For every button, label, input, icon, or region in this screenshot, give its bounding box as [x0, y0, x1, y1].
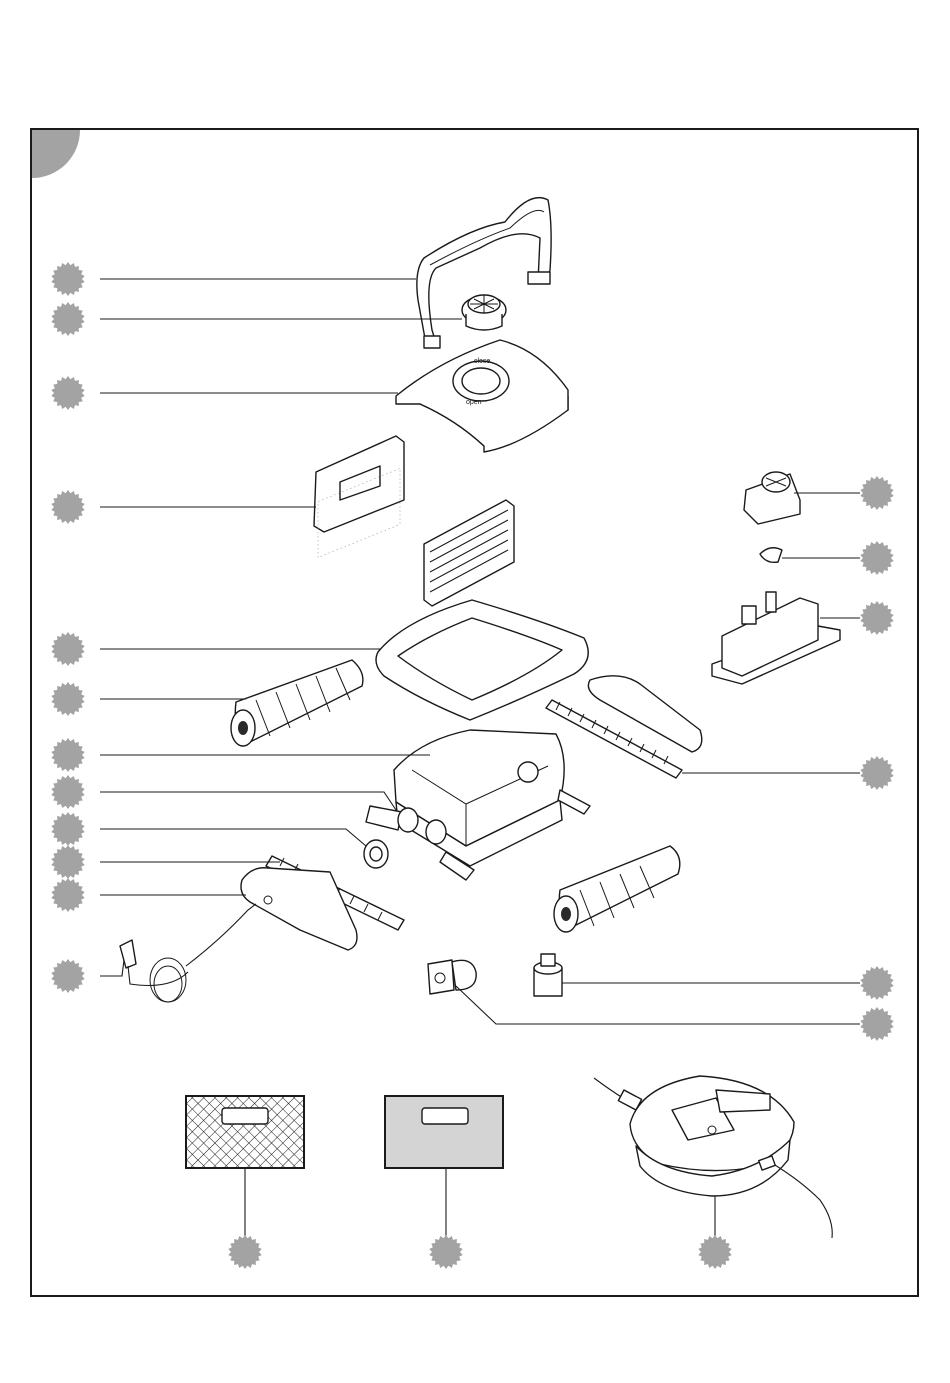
- track-assembly-right-part: [546, 676, 702, 778]
- callout-badge-ultra-fine-filter: [429, 1235, 462, 1269]
- callout-badge-impeller-motor: [860, 476, 893, 510]
- floating-cable-part: [120, 904, 256, 1002]
- filter-panel-upper: [314, 436, 404, 558]
- brush-roller-lower-part: [554, 846, 680, 932]
- chassis-body-part: [394, 730, 590, 880]
- callout-badge-drive-unit: [860, 601, 893, 635]
- callout-badge-drive-motor: [860, 966, 893, 1000]
- cover-label-close: close: [474, 358, 490, 365]
- callout-badge-track: [51, 845, 84, 879]
- filter-panel-lower: [424, 500, 514, 606]
- callout-badge-round-bushing: [51, 812, 84, 846]
- callout-badge-swivel: [51, 302, 84, 336]
- impeller-motor-part: [744, 472, 800, 524]
- callout-badge-chassis-body: [51, 738, 84, 772]
- callout-badge-floating-cable: [51, 959, 84, 993]
- ultra-fine-filter-part: [385, 1096, 503, 1168]
- callout-badge-rotary-connector: [860, 1007, 893, 1041]
- power-supply-part: [594, 1076, 832, 1238]
- drive-motor-part: [534, 954, 562, 996]
- callout-badge-propeller: [860, 541, 893, 575]
- callout-badge-top-cover: [51, 376, 84, 410]
- round-bushing-part: [364, 840, 388, 868]
- top-cover-part: close open: [396, 340, 568, 452]
- callout-badge-filter-panel: [51, 490, 84, 524]
- callout-badge-side-bushing: [51, 775, 84, 809]
- rotary-connector-part: [428, 960, 476, 994]
- callout-badge-power-supply: [698, 1235, 731, 1269]
- corner-tab: [32, 130, 80, 178]
- callout-badge-fine-filter: [228, 1235, 261, 1269]
- propeller-part: [760, 548, 782, 563]
- callout-badge-frame-ring: [51, 632, 84, 666]
- callout-badge-track-assembly-right: [860, 756, 893, 790]
- callout-badge-side-plate: [51, 878, 84, 912]
- callout-badge-handle: [51, 262, 84, 296]
- fine-filter-part: [186, 1096, 304, 1168]
- brush-roller-upper-part: [231, 660, 363, 746]
- cover-label-open: open: [466, 399, 482, 406]
- side-plate-part: [241, 868, 357, 950]
- drive-unit-part: [712, 592, 840, 684]
- swivel-part: [462, 295, 506, 330]
- callout-badge-brush-roller-upper: [51, 682, 84, 716]
